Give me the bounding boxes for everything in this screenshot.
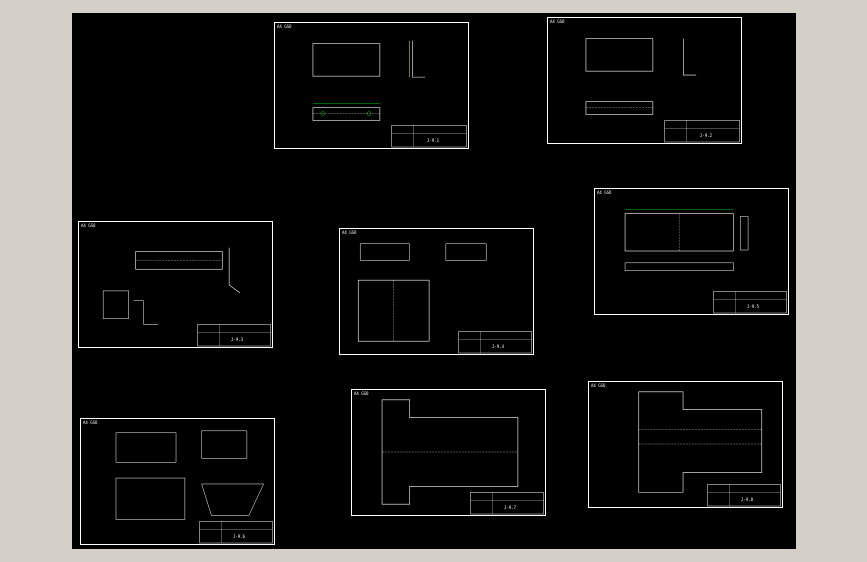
drawing-geometry [312,40,467,148]
title-block-number: J-9.8 [741,497,754,502]
sheet-tag: A4 GSO [277,24,292,29]
drawing-sheet-2[interactable]: A4 GSO J-9.2 [547,17,742,144]
drawing-geometry [638,391,781,507]
drawing-geometry [381,399,544,515]
title-block-number: J-9.2 [700,133,713,138]
drawing-geometry [102,247,271,347]
drawing-geometry [357,243,532,354]
cad-model-space[interactable]: A4 GSO J-9.1 A4 GSO J-9.2 [72,13,796,549]
drawing-geometry [115,430,273,544]
drawing-geometry [585,38,740,143]
sheet-tag: A4 GSO [83,420,98,425]
title-block-number: J-9.3 [231,337,244,342]
drawing-sheet-3[interactable]: A4 GSO J-9.3 [78,221,273,348]
sheet-tag: A4 GSO [591,383,606,388]
title-block-number: J-9.4 [492,344,505,349]
drawing-sheet-8[interactable]: A4 GSO J-9.8 [588,381,783,508]
drawing-sheet-7[interactable]: A4 GSO J-9.7 [351,389,546,516]
title-block-number: J-9.1 [427,138,440,143]
sheet-tag: A4 GSO [597,190,612,195]
drawing-sheet-6[interactable]: A4 GSO J-9.6 [80,418,275,545]
drawing-sheet-5[interactable]: A4 GSO J-9.5 [594,188,789,315]
title-block-number: J-9.7 [504,505,517,510]
sheet-tag: A4 GSO [354,391,369,396]
drawing-sheet-4[interactable]: A4 GSO J-9.4 [339,228,534,355]
sheet-tag: A4 GSO [81,223,96,228]
title-block-number: J-9.6 [233,534,246,539]
sheet-tag: A4 GSO [342,230,357,235]
title-block-number: J-9.5 [747,304,760,309]
drawing-sheet-1[interactable]: A4 GSO J-9.1 [274,22,469,149]
drawing-geometry [624,209,787,314]
sheet-tag: A4 GSO [550,19,565,24]
